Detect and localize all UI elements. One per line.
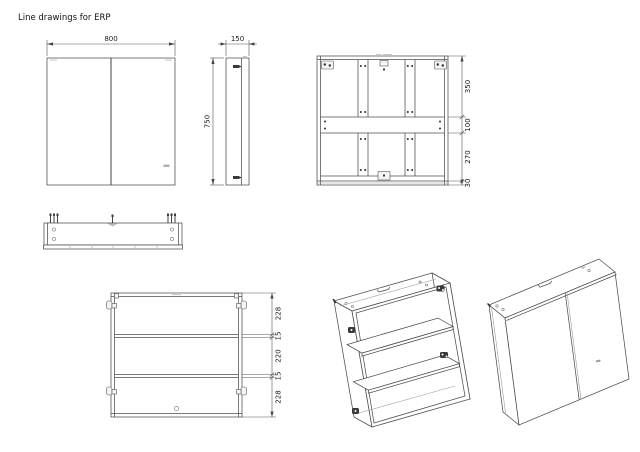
- dim-label-int-15-top: 15: [275, 332, 283, 341]
- iso-closed-view: [487, 258, 630, 426]
- dim-label-side-height: 750: [204, 115, 212, 128]
- dim-label-int-15-bottom: 15: [275, 372, 283, 381]
- dim-label-front-width: 800: [104, 35, 117, 43]
- iso-open-hinge-left-top: [348, 327, 355, 333]
- iso-closed-corner-tick: [487, 303, 491, 307]
- dim-label-back-100: 100: [464, 118, 472, 131]
- dim-label-int-228-top: 228: [275, 307, 283, 320]
- internal-hinge-top-right: [234, 293, 247, 310]
- iso-open-view: [332, 272, 471, 428]
- side-hinge-top: [233, 65, 240, 68]
- front-width-dimension: 800: [46, 35, 176, 56]
- iso-open-hinge-right-mid: [440, 352, 448, 358]
- internal-hinge-bottom-right: [236, 386, 247, 396]
- side-hinge-bottom: [233, 176, 240, 179]
- side-cabinet-outline: [225, 57, 250, 186]
- front-view: 800: [46, 35, 176, 186]
- iso-open-hinge-left-bottom: [352, 408, 359, 414]
- iso-open-corner-tick: [332, 298, 337, 304]
- back-chain-dimension: 350 100 270 30: [448, 55, 472, 188]
- plan-view: [43, 213, 183, 250]
- internal-hinge-bottom-left: [106, 386, 117, 396]
- side-depth-dimension: 150: [218, 35, 257, 56]
- plan-strip-ticks: [69, 246, 158, 248]
- iso-open-hinge-right-top: [436, 285, 445, 292]
- dim-label-int-228-bottom: 228: [275, 390, 283, 403]
- iso-closed-top-notch: [537, 280, 553, 288]
- back-center-bracket: [376, 54, 392, 71]
- back-cable-outlet: [377, 171, 391, 181]
- iso-closed-doors-face: [504, 271, 630, 426]
- front-logo-mark: [163, 164, 170, 167]
- dim-label-side-depth: 150: [231, 35, 244, 43]
- side-view: 150 750: [204, 35, 257, 186]
- dim-label-back-270: 270: [464, 150, 472, 163]
- dim-label-int-220: 220: [275, 349, 283, 362]
- dim-label-back-30: 30: [464, 179, 472, 188]
- iso-closed-door-divider: [564, 292, 582, 401]
- side-height-dimension: 750: [204, 57, 224, 186]
- page-title: Line drawings for ERP: [18, 13, 111, 23]
- internal-outline: [110, 292, 243, 418]
- plan-pins-right: [167, 213, 176, 223]
- iso-open-top-notch: [376, 286, 391, 293]
- iso-open-shelf-upper: [346, 317, 454, 357]
- dim-label-back-350: 350: [464, 80, 472, 93]
- back-hanging-rail-left: [357, 59, 369, 176]
- back-middle-rail: [320, 116, 445, 134]
- plan-pin-center: [107, 214, 118, 227]
- internal-center-hole: [174, 405, 180, 411]
- internal-shelf-lower: [114, 374, 239, 378]
- back-corner-bracket-left: [321, 60, 334, 70]
- iso-open-shelf-lower: [352, 354, 461, 394]
- iso-closed-logo-mark: [595, 359, 601, 363]
- plan-pins-left: [49, 213, 59, 223]
- back-view: 350 100 270 30: [316, 54, 472, 188]
- internal-shelf-upper: [114, 334, 239, 338]
- back-corner-bracket-right: [434, 60, 447, 70]
- internal-hinge-top-left: [106, 293, 119, 310]
- plan-body-outline: [43, 222, 183, 246]
- back-hanging-rail-right: [404, 59, 416, 176]
- internal-chain-dimension: 228 15 220 15 228: [242, 292, 283, 418]
- back-cabinet-outline: [316, 55, 449, 186]
- internal-view: 228 15 220 15 228: [106, 292, 283, 418]
